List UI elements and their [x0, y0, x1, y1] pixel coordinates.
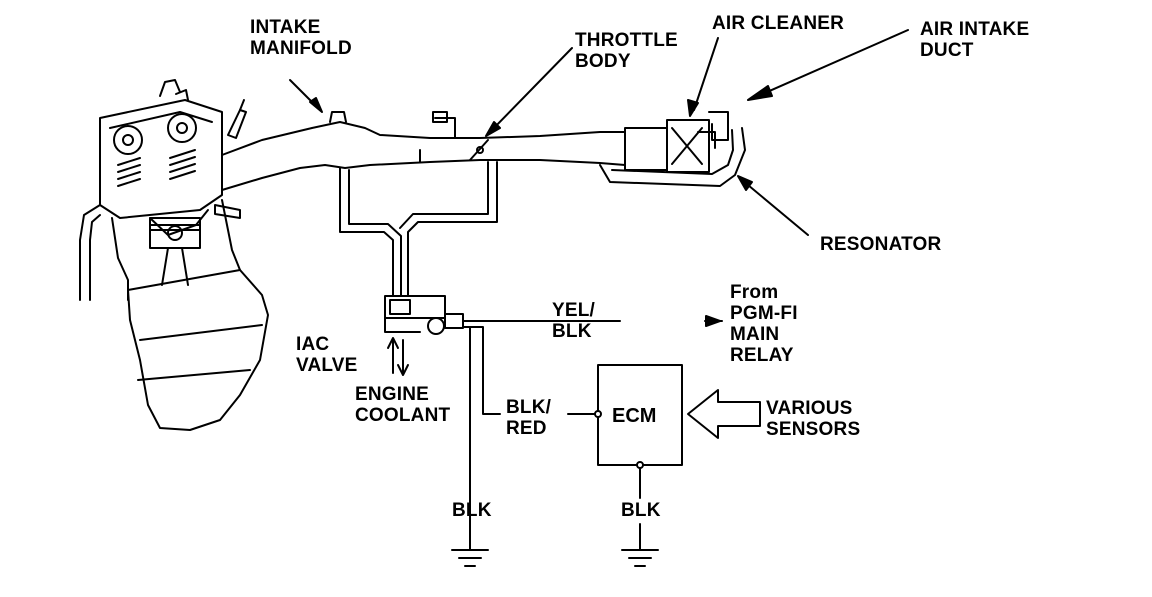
iac-valve-body — [385, 296, 463, 334]
label-yel-blk-wire: YEL/ BLK — [552, 300, 596, 342]
wiring — [463, 316, 722, 550]
ground-symbol-right — [622, 550, 658, 566]
label-from-pgmfi-main-relay: From PGM-FI MAIN RELAY — [730, 282, 798, 366]
label-blk-ground-right: BLK — [621, 500, 661, 521]
intake-tract — [222, 112, 745, 190]
label-various-sensors: VARIOUS SENSORS — [766, 398, 861, 440]
leader-lines — [290, 30, 908, 235]
label-blk-ground-left: BLK — [452, 500, 492, 521]
label-blk-red-wire: BLK/ RED — [506, 397, 552, 439]
label-air-intake-duct: AIR INTAKE DUCT — [920, 19, 1030, 61]
ecm-box — [595, 365, 682, 468]
engine-coolant-arrows — [388, 338, 408, 375]
air-cleaner-box — [625, 112, 728, 172]
label-intake-manifold: INTAKE MANIFOLD — [250, 17, 352, 59]
label-air-cleaner: AIR CLEANER — [712, 13, 845, 34]
label-iac-valve: IAC VALVE — [296, 334, 358, 376]
label-engine-coolant: ENGINE COOLANT — [355, 384, 451, 426]
ground-symbol-left — [452, 550, 488, 566]
bypass-hose — [340, 150, 497, 295]
label-throttle-body: THROTTLE BODY — [575, 30, 678, 72]
sensor-input-arrow — [688, 390, 760, 438]
ecm-label: ECM — [612, 405, 656, 427]
engine-cutaway — [80, 80, 268, 430]
label-resonator: RESONATOR — [820, 234, 942, 255]
